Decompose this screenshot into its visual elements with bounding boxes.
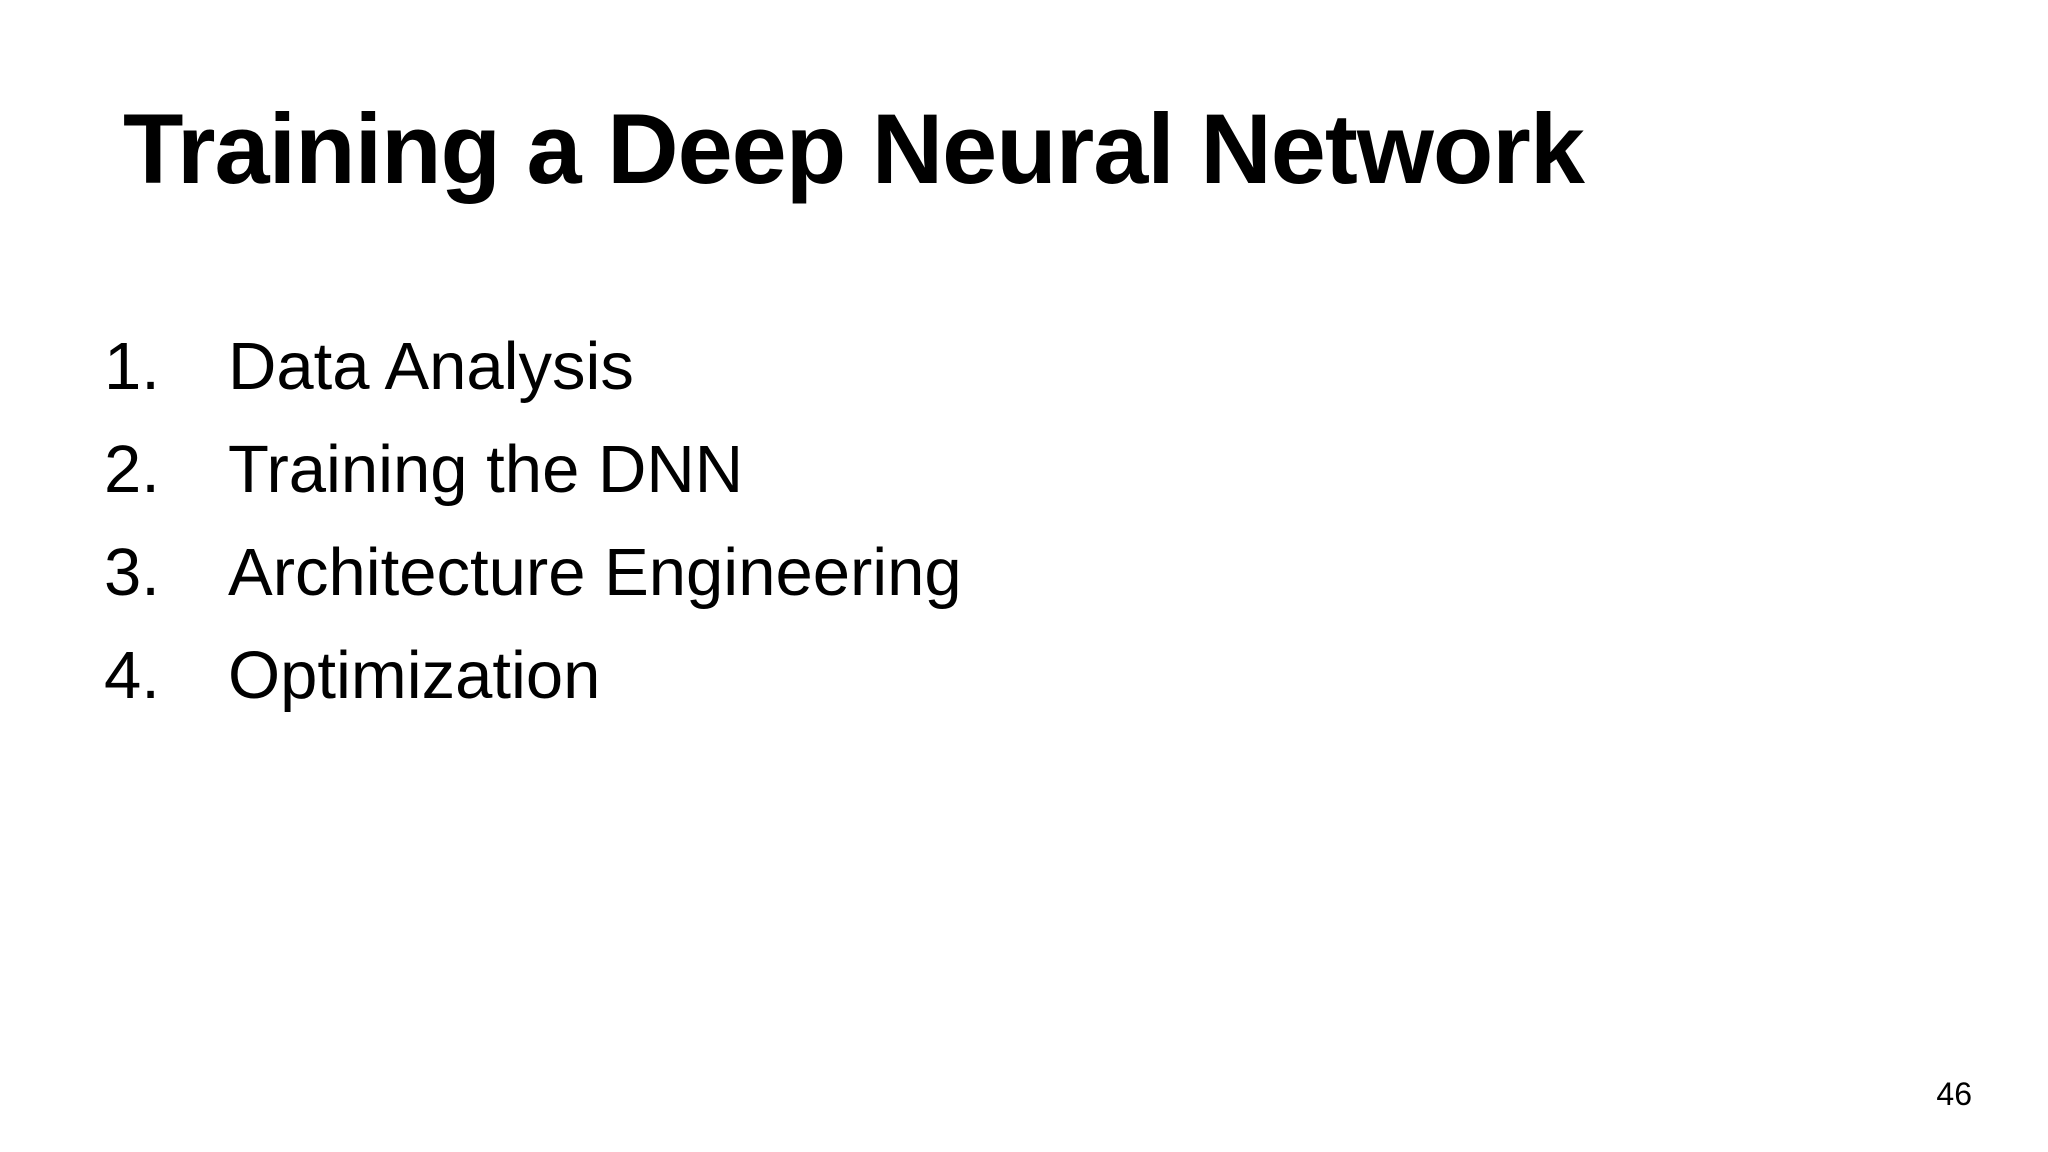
slide-title: Training a Deep Neural Network (123, 93, 1585, 204)
agenda-list: 1. Data Analysis 2. Training the DNN 3. … (104, 315, 962, 727)
list-item-number: 4. (104, 638, 160, 713)
list-item: 4. Optimization (104, 624, 962, 727)
page-number: 46 (1936, 1076, 1972, 1112)
list-item-label: Architecture Engineering (228, 535, 962, 610)
list-item-number: 2. (104, 432, 160, 507)
list-item: 2. Training the DNN (104, 418, 962, 521)
list-item-label: Optimization (228, 638, 601, 713)
list-item-label: Training the DNN (228, 432, 744, 507)
list-item-label: Data Analysis (228, 329, 634, 404)
list-item-number: 3. (104, 535, 160, 610)
list-item-number: 1. (104, 329, 160, 404)
list-item: 1. Data Analysis (104, 315, 962, 418)
list-item: 3. Architecture Engineering (104, 521, 962, 624)
